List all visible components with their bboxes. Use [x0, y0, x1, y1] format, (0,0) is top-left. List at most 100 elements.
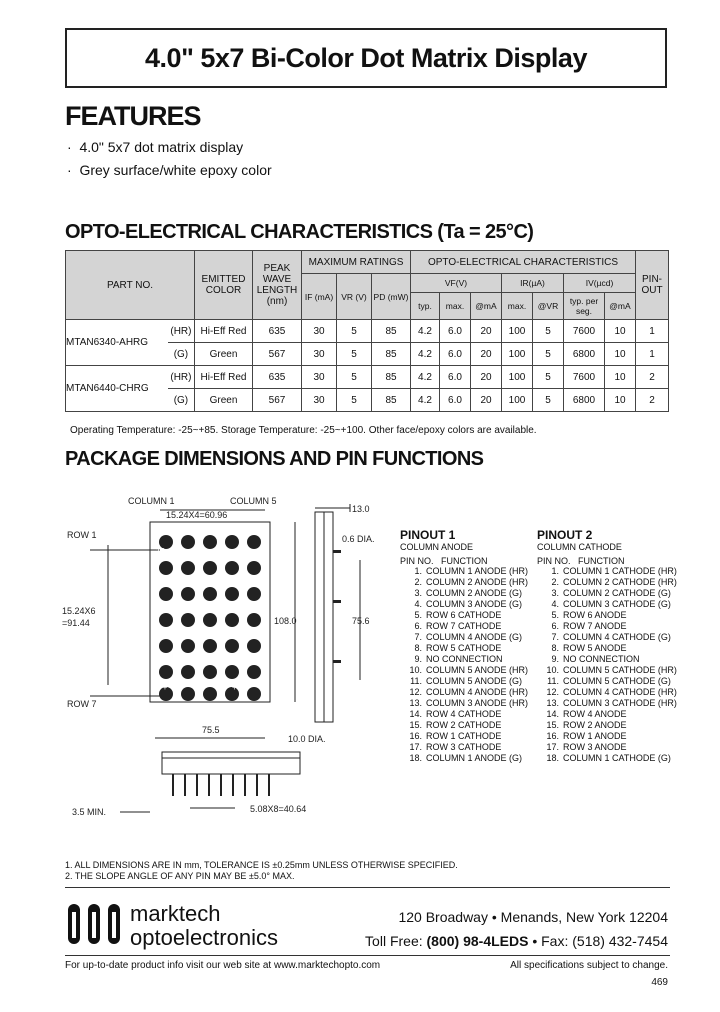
table-row: (G) Green 567 30 5 85 4.2 6.0 20 100 5 6…	[66, 388, 669, 412]
pin-row: 7. COLUMN 4 CATHODE (G)	[537, 632, 677, 643]
pin-row: 3.COLUMN 2 CATHODE (G)	[537, 588, 677, 599]
toll-label: Toll Free:	[365, 933, 427, 949]
pin-number: 9.	[551, 654, 559, 664]
pin-number: 18.	[409, 753, 422, 763]
pin-number: 12.	[546, 687, 559, 697]
pinout2-col-func: FUNCTION	[578, 556, 625, 566]
cell-vr: 5	[336, 319, 372, 343]
cell-vf-typ: 4.2	[410, 388, 440, 412]
pin-function: COLUMN 4 CATHODE (G)	[563, 632, 671, 642]
pin-number: 7.	[551, 632, 559, 642]
feature-text: 4.0" 5x7 dot matrix display	[79, 139, 244, 155]
pin-row: 9.NO CONNECTION	[537, 654, 677, 665]
pin-number: 3.	[551, 588, 559, 598]
dimension-drawing: COLUMN 1 COLUMN 5 15.24X4=60.96 ROW 1 RO…	[62, 496, 375, 817]
cell-ir-vr: 5	[532, 342, 564, 366]
label-pin9: + 9	[232, 683, 244, 692]
pin-number: 8.	[551, 643, 559, 653]
cell-ir-vr: 5	[532, 388, 564, 412]
pinout2-title: PINOUT 2	[537, 528, 593, 542]
cell-color: Hi-Eff Red	[194, 319, 253, 343]
label-dim-508: 5.08X8=40.64	[250, 804, 306, 814]
th-iv: IV(µcd)	[563, 273, 636, 293]
toll-number: (800) 98-4LEDS	[426, 933, 529, 949]
pin-row: 1. COLUMN 1 ANODE (HR)	[400, 566, 528, 577]
dimension-notes: 1. ALL DIMENSIONS ARE IN mm, TOLERANCE I…	[65, 860, 458, 882]
label-row1: ROW 1	[67, 530, 97, 540]
th-ir: IR(µA)	[501, 273, 564, 293]
cell-color: Green	[194, 342, 253, 366]
pin-row: 10. COLUMN 5 CATHODE (HR)	[537, 665, 677, 676]
th-at-ma: @mA	[470, 292, 502, 320]
cell-vf-max: 6.0	[439, 365, 471, 389]
pin-number: 2.	[551, 577, 559, 587]
company-phone: Toll Free: (800) 98-4LEDS • Fax: (518) 4…	[365, 933, 668, 949]
th-peak-wave: PEAK WAVE LENGTH (nm)	[252, 250, 302, 320]
th-at-ma2: @mA	[604, 292, 636, 320]
pin-number: 1.	[414, 566, 422, 576]
pin-number: 6.	[551, 621, 559, 631]
pin-function: COLUMN 2 ANODE (G)	[426, 588, 523, 598]
cell-wave: 635	[252, 319, 302, 343]
title-box: 4.0" 5x7 Bi-Color Dot Matrix Display	[65, 28, 667, 88]
label-dim-10: 10.0 DIA.	[288, 734, 326, 744]
pinout1-subtitle: COLUMN ANODE	[400, 542, 474, 552]
pin-function: COLUMN 3 CATHODE (G)	[563, 599, 671, 609]
pin-function: ROW 6 ANODE	[563, 610, 627, 620]
pinout1-title: PINOUT 1	[400, 528, 456, 542]
cell-vf-ma: 20	[470, 388, 502, 412]
pin-number: 17.	[409, 742, 422, 752]
pin-row: 11.COLUMN 5 ANODE (G)	[400, 676, 528, 687]
pin-number: 6.	[414, 621, 422, 631]
note-item: 1. ALL DIMENSIONS ARE IN mm, TOLERANCE I…	[65, 860, 458, 870]
pinout2-list: 1.COLUMN 1 CATHODE (HR)2.COLUMN 2 CATHOD…	[537, 566, 677, 764]
label-dim-06: 0.6 DIA.	[342, 534, 375, 544]
cell-iv-ma: 10	[604, 388, 636, 412]
table-row: MTAN6440-CHRG (HR) Hi-Eff Red 635 30 5 8…	[64, 365, 669, 412]
footer-web: For up-to-date product info visit our we…	[65, 960, 381, 971]
cell-vf-typ: 4.2	[410, 365, 440, 389]
pin-number: 11.	[410, 676, 422, 686]
cell-if: 30	[301, 319, 337, 343]
display-bottom-outline	[161, 751, 301, 775]
label-dim-top: 15.24X4=60.96	[166, 510, 227, 520]
pin-number: 1.	[551, 566, 559, 576]
pin-function: ROW 3 ANODE	[563, 742, 627, 752]
pin-function: ROW 2 CATHODE	[426, 720, 502, 730]
display-front-outline	[149, 521, 271, 703]
pin-row: 15.ROW 2 CATHODE	[400, 720, 528, 731]
cell-vf-max: 6.0	[439, 319, 471, 343]
pin-row: 14.ROW 4 CATHODE	[400, 709, 528, 720]
pin-function: COLUMN 2 ANODE (HR)	[426, 577, 529, 587]
pin-number: 5.	[551, 610, 559, 620]
label-dim-755: 75.5	[202, 725, 220, 735]
pin-number: 15.	[546, 720, 559, 730]
pin-row: 13.COLUMN 3 ANODE (HR)	[400, 698, 528, 709]
cell-pin: 1	[635, 319, 669, 343]
th-part-no: PART NO.	[65, 250, 195, 320]
pin-row: 17.ROW 3 CATHODE	[400, 742, 528, 753]
pin-number: 16.	[409, 731, 422, 741]
divider	[65, 955, 670, 956]
pin-number: 10.	[546, 665, 559, 675]
fax-number: • Fax: (518) 432-7454	[528, 933, 668, 949]
pin-function: ROW 1 CATHODE	[426, 731, 502, 741]
footer-spec: All specifications subject to change.	[510, 960, 668, 971]
pin-function: COLUMN 1 ANODE (HR)	[426, 566, 529, 576]
cell-iv-ma: 10	[604, 342, 636, 366]
cell-wave: 567	[252, 342, 302, 366]
cell-vf-ma: 20	[470, 342, 502, 366]
company-name-1: marktech	[130, 901, 221, 926]
company-address: 120 Broadway • Menands, New York 12204	[398, 909, 668, 925]
pinout1-col-pin: PIN NO.	[400, 556, 434, 566]
pin-number: 14.	[546, 709, 559, 719]
feature-item: · Grey surface/white epoxy color	[67, 162, 272, 178]
pinout2-subtitle: COLUMN CATHODE	[537, 542, 622, 552]
th-emitted-color: EMITTED COLOR	[194, 250, 253, 320]
cell-part: MTAN6440-CHRG	[64, 365, 168, 412]
pin-function: COLUMN 5 CATHODE (HR)	[563, 665, 677, 675]
pin-number: 5.	[414, 610, 422, 620]
pin-row: 8.ROW 5 ANODE	[537, 643, 677, 654]
pin-row: 16.ROW 1 ANODE	[537, 731, 677, 742]
note-item: 2. THE SLOPE ANGLE OF ANY PIN MAY BE ±5.…	[65, 871, 295, 881]
